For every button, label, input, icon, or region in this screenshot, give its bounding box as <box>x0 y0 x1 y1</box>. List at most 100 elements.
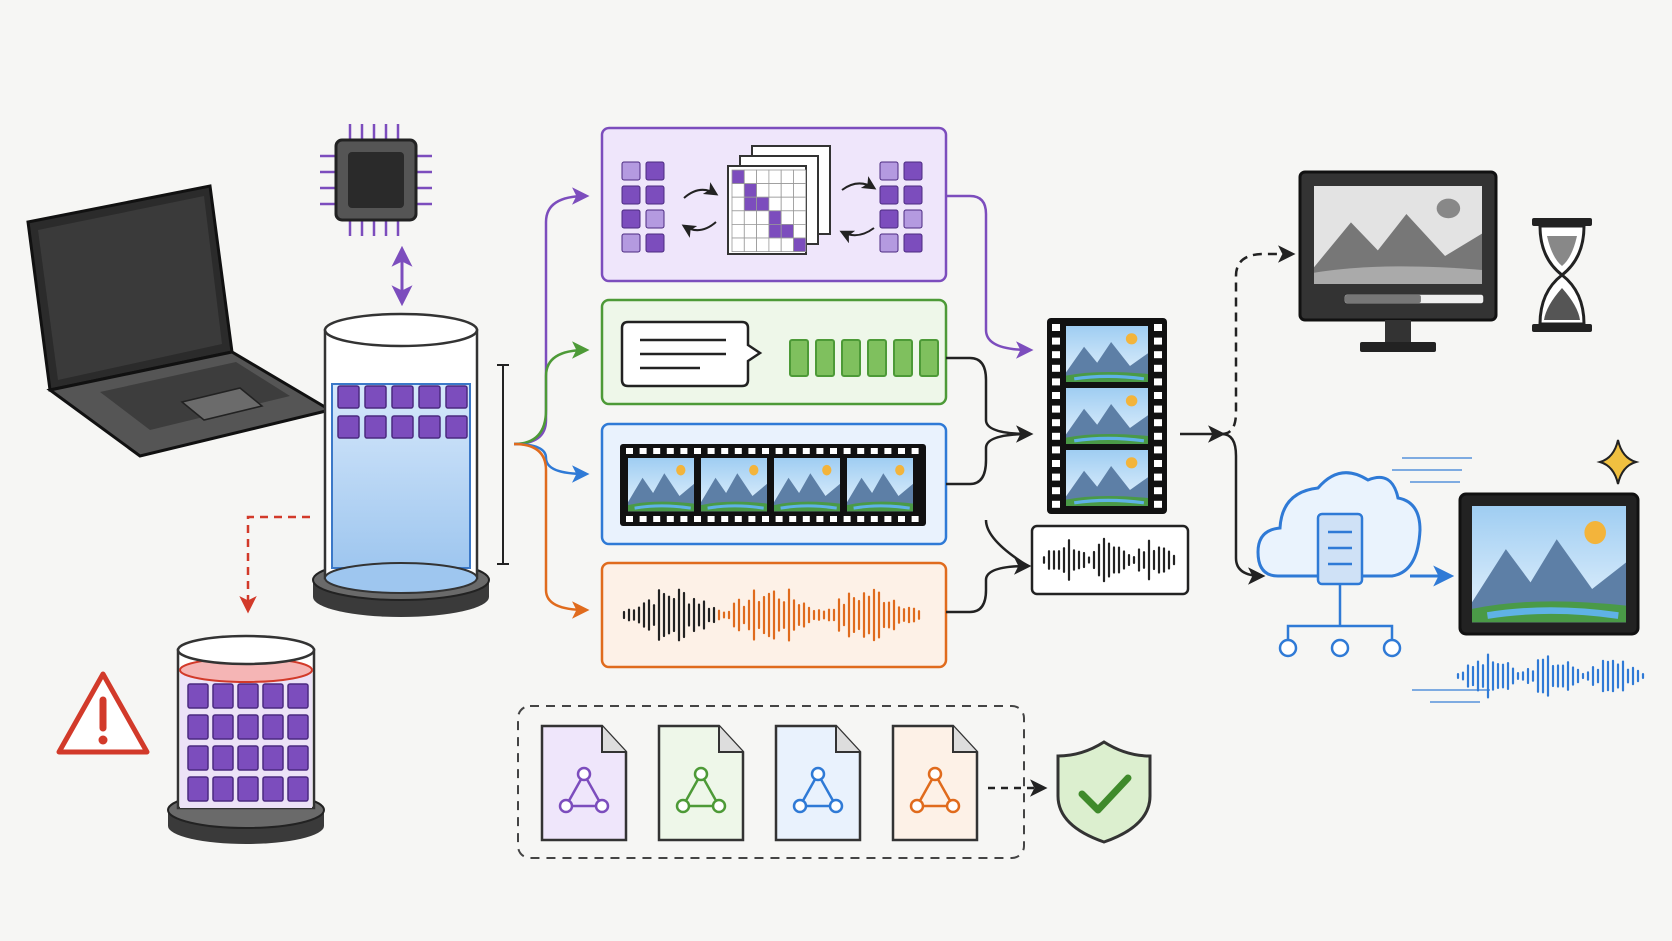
sprocket-hole <box>1052 432 1060 440</box>
sprocket-hole <box>802 516 810 522</box>
laptop-icon <box>26 184 334 458</box>
sprocket-hole <box>884 516 892 522</box>
video-film-strip <box>620 444 926 526</box>
sprocket-hole <box>639 448 647 454</box>
matrix-cell <box>731 210 745 225</box>
input-token-grid <box>621 161 665 253</box>
document-purple-icon <box>540 724 628 842</box>
cpu-chip-icon <box>320 124 432 236</box>
matrix-cell <box>743 223 757 239</box>
token-cell <box>621 161 641 181</box>
text-token <box>841 339 861 377</box>
loading-monitor-icon <box>1298 170 1498 352</box>
token-cell <box>879 161 899 181</box>
memory-block-grid <box>337 385 468 439</box>
token-cell <box>879 209 899 229</box>
sprocket-hole <box>1154 351 1162 359</box>
matrix-cell <box>731 169 745 185</box>
memory-block <box>337 385 360 409</box>
token-cell <box>621 185 641 205</box>
matrix-cell <box>780 223 794 239</box>
document-green-icon <box>657 724 745 842</box>
memory-block <box>364 415 387 439</box>
sprocket-hole <box>1052 487 1060 495</box>
token-cell <box>879 185 899 205</box>
sprocket-hole <box>748 448 756 454</box>
sprocket-hole <box>721 448 729 454</box>
capacity-bracket <box>497 364 509 565</box>
sprocket-hole <box>802 448 810 454</box>
output-frame <box>1064 448 1150 508</box>
matrix-cell <box>780 210 794 225</box>
output-frame <box>1064 324 1150 384</box>
sprocket-hole <box>1154 432 1162 440</box>
matrix-cell <box>731 237 745 253</box>
sprocket-hole <box>1154 378 1162 386</box>
overflow-block <box>187 745 209 771</box>
sprocket-hole <box>1154 487 1162 495</box>
overflow-block <box>212 714 234 740</box>
overflow-block <box>187 683 209 709</box>
sprocket-hole <box>1052 405 1060 413</box>
overflow-block <box>262 714 284 740</box>
sprocket-hole <box>1154 405 1162 413</box>
text-token <box>867 339 887 377</box>
token-cell <box>621 233 641 253</box>
sprocket-hole <box>1052 419 1060 427</box>
token-cell <box>903 209 923 229</box>
sprocket-hole <box>1154 500 1162 508</box>
storage-fill-level <box>331 383 471 569</box>
document-blue-icon <box>774 724 862 842</box>
sprocket-hole <box>1154 324 1162 331</box>
matrix-cell <box>743 210 757 225</box>
memory-block <box>445 415 468 439</box>
matrix-cell <box>756 237 770 253</box>
output-waveform <box>1042 537 1176 583</box>
sprocket-hole <box>857 516 865 522</box>
sprocket-hole <box>1052 392 1060 399</box>
overflow-block <box>287 745 309 771</box>
memory-block <box>418 385 441 409</box>
text-token <box>789 339 809 377</box>
sprocket-hole <box>734 516 742 522</box>
sprocket-hole <box>707 448 715 454</box>
token-cell <box>903 185 923 205</box>
sprocket-hole <box>816 516 824 522</box>
sprocket-hole <box>789 448 797 454</box>
attention-matrix-icon <box>600 126 948 283</box>
sprocket-hole <box>1154 392 1162 399</box>
sprocket-hole <box>1154 337 1162 345</box>
text-token <box>893 339 913 377</box>
token-row <box>789 339 939 377</box>
token-cell <box>879 233 899 253</box>
overflow-block <box>287 714 309 740</box>
branch-connectors <box>513 187 590 619</box>
attention-matrix <box>727 165 807 255</box>
overflow-block <box>287 683 309 709</box>
audio-output-icon <box>1030 524 1190 596</box>
sparkle-icon <box>1596 439 1640 485</box>
token-cell <box>903 161 923 181</box>
overflow-block <box>237 745 259 771</box>
video-frame <box>845 456 915 513</box>
memory-block <box>391 385 414 409</box>
matrix-cell <box>793 210 807 225</box>
sprocket-hole <box>707 516 715 522</box>
text-tokens-icon <box>600 298 948 406</box>
sprocket-hole <box>1052 324 1060 331</box>
shield-check-icon <box>1056 740 1152 844</box>
overflow-block <box>212 683 234 709</box>
sprocket-hole <box>680 448 688 454</box>
overflow-block <box>237 776 259 802</box>
overflow-block <box>212 745 234 771</box>
matrix-cell <box>793 196 807 212</box>
overflow-block <box>262 776 284 802</box>
matrix-cell <box>780 169 794 185</box>
matrix-cell <box>780 183 794 198</box>
sprocket-hole <box>680 516 688 522</box>
memory-block <box>445 385 468 409</box>
sprocket-hole <box>694 448 701 454</box>
overflow-block <box>212 776 234 802</box>
matrix-cell <box>793 169 807 185</box>
overflow-block <box>237 683 259 709</box>
